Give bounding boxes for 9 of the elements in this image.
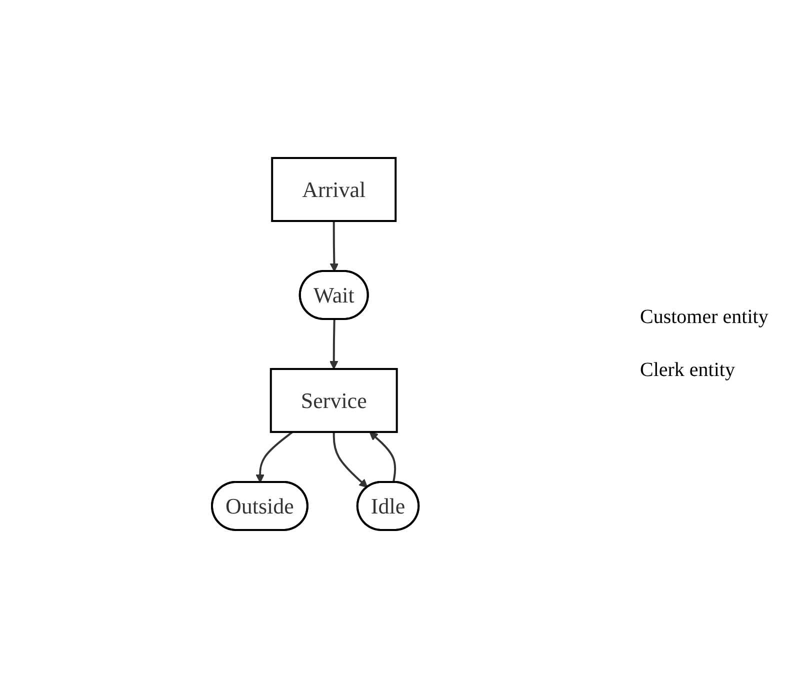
arrow xyxy=(368,432,396,483)
node-box: Service xyxy=(270,368,398,433)
node-box: Arrival xyxy=(270,157,396,222)
annotation-text: Customer entity xyxy=(640,306,770,329)
annotation-text: Clerk entity xyxy=(640,359,736,382)
arrow xyxy=(332,432,368,488)
arrow xyxy=(255,431,293,483)
arrow xyxy=(330,221,338,272)
arrow xyxy=(329,319,338,370)
